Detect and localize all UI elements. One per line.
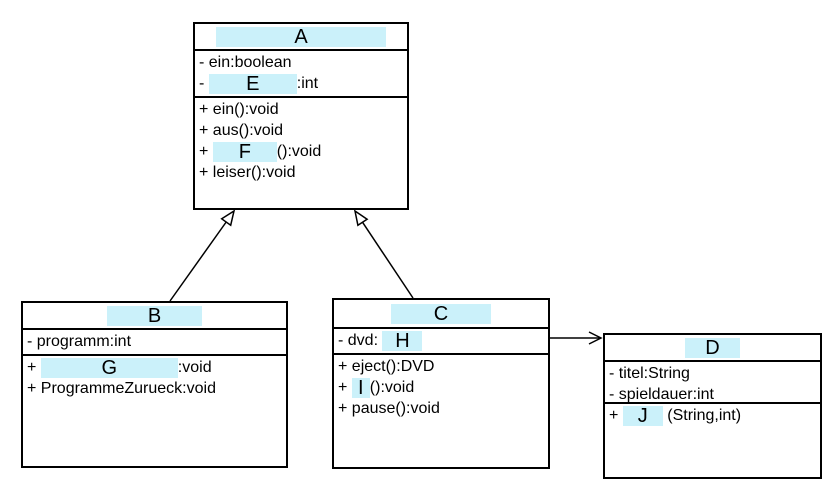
method-text: ():void — [369, 379, 415, 396]
class-c-box: C - dvd: H + eject():DVD + I():void + pa… — [332, 298, 550, 469]
class-b-box: B - programm:int + G:void + ProgrammeZur… — [21, 301, 288, 468]
generalization-arrow-c-to-a — [353, 209, 414, 299]
method-text: + ProgrammeZurueck:void — [27, 380, 216, 397]
method-text: + pause():void — [338, 400, 440, 417]
placeholder-e[interactable]: E — [208, 74, 297, 94]
association-arrow-c-to-d — [550, 331, 603, 345]
class-b-header: B — [23, 303, 286, 330]
attribute-text: - spieldauer:int — [609, 386, 714, 403]
method-text: + — [199, 143, 213, 160]
generalization-arrow-b-to-a — [169, 209, 236, 302]
class-a-methods: + ein():void + aus():void + F():void + l… — [195, 98, 407, 208]
attribute-line: - programm:int — [27, 331, 286, 352]
attribute-line: - titel:String — [609, 363, 820, 384]
placeholder-j[interactable]: J — [622, 406, 663, 426]
method-line: + ein():void — [199, 99, 407, 120]
method-text: + aus():void — [199, 122, 284, 139]
method-line: + F():void — [199, 141, 407, 162]
attribute-line: - dvd: H — [338, 330, 548, 351]
class-d-box: D - titel:String - spieldauer:int + J (S… — [603, 333, 822, 479]
method-line: + aus():void — [199, 120, 407, 141]
attribute-line: - E:int — [199, 73, 407, 94]
method-line: + leiser():void — [199, 162, 407, 183]
method-line: + J (String,int) — [609, 405, 820, 426]
method-text: (String,int) — [662, 407, 742, 424]
class-b-attributes: - programm:int — [23, 330, 286, 356]
placeholder-g[interactable]: G — [40, 358, 178, 378]
attribute-text: :int — [296, 75, 319, 92]
attribute-text: - ein:boolean — [199, 54, 292, 71]
class-c-name-placeholder[interactable]: C — [391, 303, 491, 324]
method-line: + G:void — [27, 357, 286, 378]
class-b-name-placeholder[interactable]: B — [107, 305, 202, 326]
method-text: + — [27, 359, 41, 376]
class-a-attributes: - ein:boolean - E:int — [195, 51, 407, 98]
placeholder-h[interactable]: H — [382, 331, 423, 351]
class-a-box: A - ein:boolean - E:int + ein():void + a… — [193, 22, 409, 210]
class-d-attributes: - titel:String - spieldauer:int — [605, 362, 820, 404]
attribute-text: - titel:String — [609, 365, 690, 382]
class-b-methods: + G:void + ProgrammeZurueck:void — [23, 356, 286, 466]
attribute-line: - spieldauer:int — [609, 384, 820, 403]
method-line: + ProgrammeZurueck:void — [27, 378, 286, 399]
class-d-name-placeholder[interactable]: D — [685, 337, 740, 358]
class-a-name-placeholder[interactable]: A — [216, 26, 386, 47]
class-a-header: A — [195, 24, 407, 51]
method-text: + ein():void — [199, 101, 279, 118]
attribute-text: - dvd: — [338, 332, 383, 349]
class-d-methods: + J (String,int) — [605, 404, 820, 477]
method-line: + I():void — [338, 377, 548, 398]
attribute-text: - — [199, 75, 209, 92]
method-text: + leiser():void — [199, 164, 296, 181]
method-text: + eject():DVD — [338, 358, 435, 375]
method-line: + eject():DVD — [338, 356, 548, 377]
class-c-methods: + eject():DVD + I():void + pause():void — [334, 355, 548, 467]
method-text: + — [338, 379, 352, 396]
class-d-header: D — [605, 335, 820, 362]
method-line: + pause():void — [338, 398, 548, 419]
placeholder-i[interactable]: I — [351, 378, 370, 398]
method-text: :void — [177, 359, 212, 376]
method-text: + — [609, 407, 623, 424]
attribute-text: - programm:int — [27, 333, 132, 350]
class-c-header: C — [334, 300, 548, 329]
attribute-line: - ein:boolean — [199, 52, 407, 73]
class-c-attributes: - dvd: H — [334, 329, 548, 355]
placeholder-f[interactable]: F — [212, 142, 277, 162]
method-text: ():void — [276, 143, 322, 160]
